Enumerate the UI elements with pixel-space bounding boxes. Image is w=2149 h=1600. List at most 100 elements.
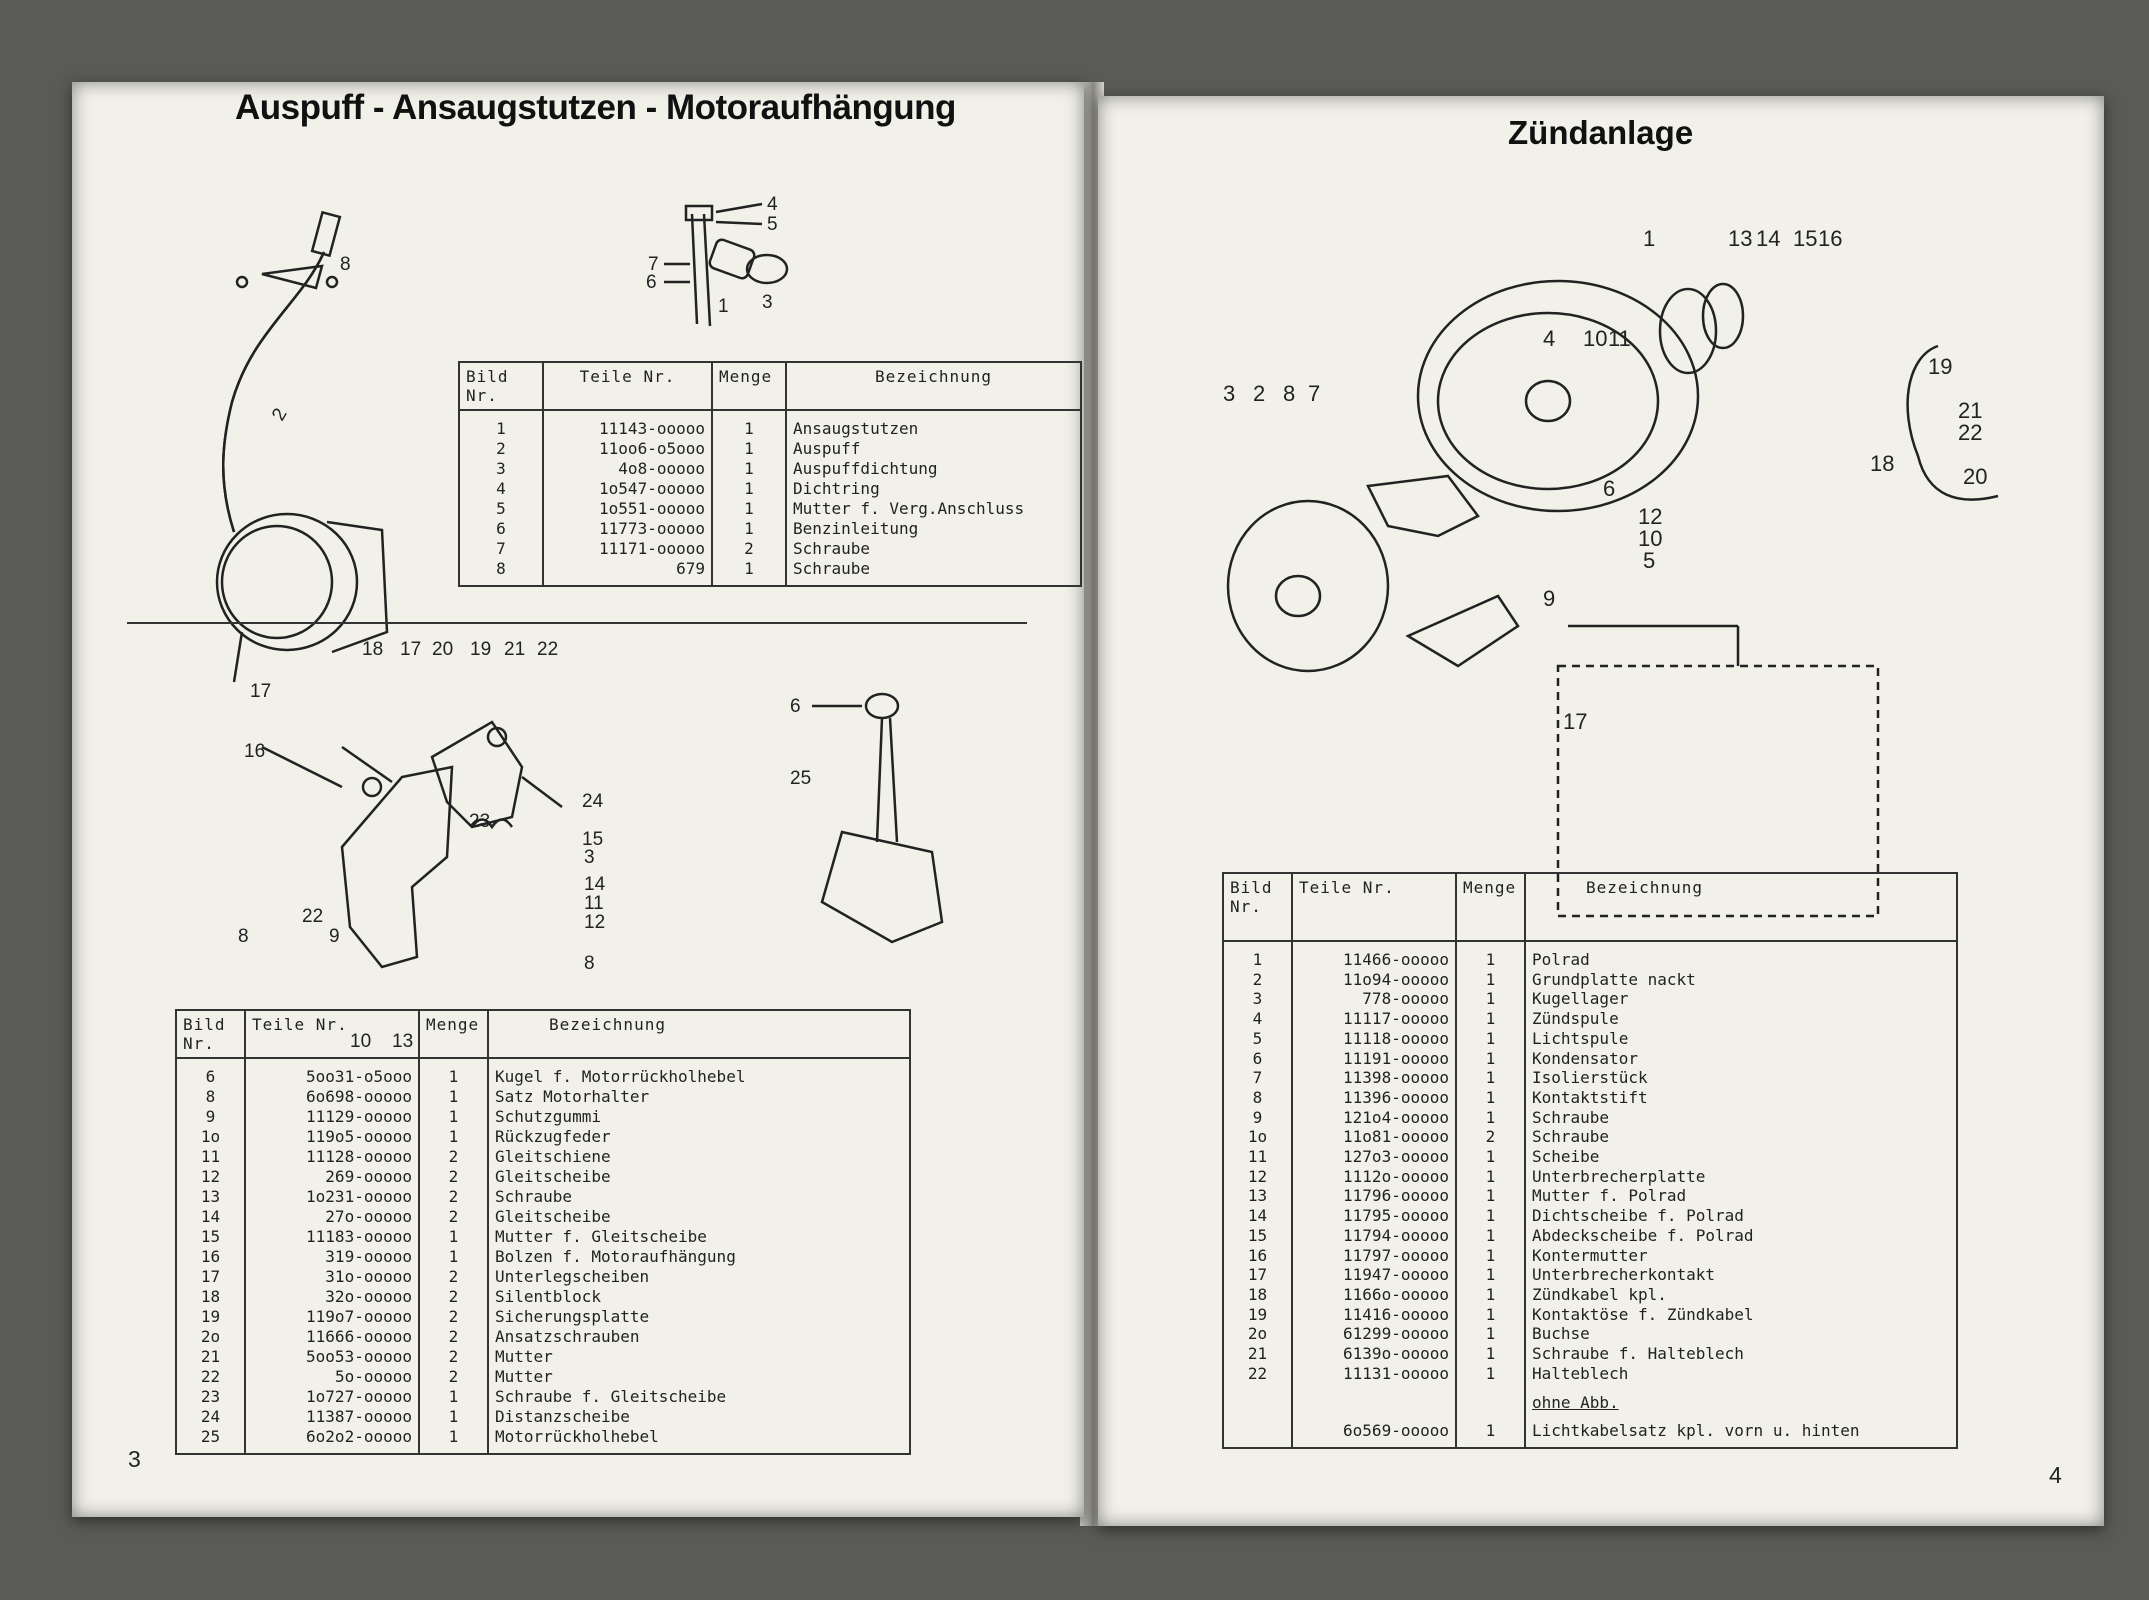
col-bezeichnung: Bezeichnung: [487, 1009, 911, 1059]
cell-teile-nr: 1112o-ooooo: [1291, 1166, 1457, 1187]
cell-bild: 6: [1222, 1048, 1293, 1069]
left-page: Auspuff - Ansaugstutzen - Motoraufhängun…: [72, 82, 1084, 1517]
cell-bezeichnung: Polrad: [1524, 941, 1958, 970]
callout-label: 3: [762, 292, 773, 313]
cell-bezeichnung: Scheibe: [1524, 1147, 1958, 1167]
cell-menge: 1: [418, 1087, 489, 1107]
svg-text:17: 17: [1563, 709, 1587, 734]
cell-bezeichnung: Zündspule: [1524, 1009, 1958, 1029]
cell-teile-nr: 11797-ooooo: [1291, 1245, 1457, 1266]
cell-menge: 1: [418, 1247, 489, 1267]
cell-menge: 2: [418, 1307, 489, 1327]
cell-bezeichnung: Satz Motorhalter: [487, 1087, 911, 1107]
cell-bild: 18: [1222, 1284, 1293, 1305]
cell-bezeichnung: Kugellager: [1524, 989, 1958, 1010]
cell-bezeichnung: Lichtkabelsatz kpl. vorn u. hinten: [1524, 1413, 1958, 1449]
note-label: ohne Abb.: [1532, 1393, 1619, 1413]
cell-bild: 14: [175, 1207, 246, 1227]
cell-teile-nr: 119o5-ooooo: [244, 1127, 420, 1147]
svg-text:19: 19: [470, 639, 491, 660]
cell-bild: 9: [1222, 1107, 1293, 1128]
cell-bezeichnung: Distanzscheibe: [487, 1407, 911, 1427]
cell-teile-nr: 11oo6-o5ooo: [542, 439, 713, 459]
cell-menge: 2: [418, 1147, 489, 1167]
cell-bild: 15: [175, 1227, 246, 1247]
svg-text:20: 20: [432, 639, 453, 660]
cell-teile-nr: 5oo53-ooooo: [244, 1347, 420, 1367]
cell-bild: 17: [175, 1267, 246, 1287]
cell-teile-nr: 778-ooooo: [1291, 989, 1457, 1010]
cell-teile-nr: 11o94-ooooo: [1291, 969, 1457, 990]
cell-menge: 1: [711, 439, 787, 459]
col-teile-nr: Teile Nr.: [244, 1009, 420, 1059]
cell-teile-nr: 127o3-ooooo: [1291, 1147, 1457, 1167]
cell-menge: 1: [1455, 1413, 1526, 1449]
svg-text:15: 15: [1793, 226, 1817, 251]
cell-teile-nr: 11947-ooooo: [1291, 1265, 1457, 1285]
cell-bild: 6: [458, 519, 544, 539]
cell-bild: 3: [1222, 989, 1293, 1010]
cell-teile-nr: 119o7-ooooo: [244, 1307, 420, 1327]
cell-teile-nr: 11416-ooooo: [1291, 1304, 1457, 1325]
callout-label: 25: [790, 768, 811, 789]
svg-text:22: 22: [537, 639, 558, 660]
cell-bild: 2o: [1222, 1324, 1293, 1345]
col-bild: Bild Nr.: [175, 1009, 246, 1059]
cell-menge: 1: [418, 1127, 489, 1147]
svg-text:14: 14: [1756, 226, 1780, 251]
cell-menge: 2: [418, 1287, 489, 1307]
col-menge: Menge: [1455, 872, 1526, 942]
cell-teile-nr: 11o81-ooooo: [1291, 1127, 1457, 1148]
cell-bezeichnung: Dichtscheibe f. Polrad: [1524, 1206, 1958, 1226]
cell-teile-nr: 1o231-ooooo: [244, 1187, 420, 1207]
cell-bezeichnung: Schraube f. Gleitscheibe: [487, 1387, 911, 1407]
cell-teile-nr: 6o569-ooooo: [1291, 1413, 1457, 1449]
cell-menge: 1: [1455, 1344, 1526, 1364]
col-menge: Menge: [418, 1009, 489, 1059]
cell-bezeichnung: Schraube f. Halteblech: [1524, 1344, 1958, 1364]
cell-bild: 8: [458, 559, 544, 587]
cell-bild: 22: [175, 1367, 246, 1387]
cell-bezeichnung: Dichtring: [785, 479, 1082, 499]
cell-bild: 13: [1222, 1186, 1293, 1207]
cell-teile-nr: 5oo31-o5ooo: [244, 1058, 420, 1087]
cell-menge: 1: [1455, 1186, 1526, 1207]
cell-teile-nr: 11796-ooooo: [1291, 1186, 1457, 1207]
cell-teile-nr: 11387-ooooo: [244, 1407, 420, 1427]
page-number: 4: [2049, 1462, 2062, 1488]
cell-bild: 2: [458, 439, 544, 459]
cell-bild: 6: [175, 1058, 246, 1087]
svg-text:10: 10: [1583, 326, 1607, 351]
cell-teile-nr: 679: [542, 559, 713, 587]
cell-menge: 1: [1455, 1166, 1526, 1187]
svg-text:21: 21: [1958, 398, 1982, 423]
cell-bezeichnung: Mutter f. Polrad: [1524, 1186, 1958, 1207]
callout-label: 6: [790, 696, 801, 717]
cell-menge: 1: [1455, 1048, 1526, 1069]
cell-menge: 1: [418, 1107, 489, 1127]
cell-teile-nr: 11143-ooooo: [542, 410, 713, 439]
cell-teile-nr: 4o8-ooooo: [542, 459, 713, 479]
svg-text:16: 16: [244, 741, 265, 762]
cell-bezeichnung: Zündkabel kpl.: [1524, 1284, 1958, 1305]
cell-bezeichnung: Unterbrecherplatte: [1524, 1166, 1958, 1187]
svg-text:7: 7: [1308, 381, 1320, 406]
svg-text:3: 3: [1223, 381, 1235, 406]
ignition-diagram: 1 13 14 15 16 4 10 11 3 2 8 7 6 12 10 5 …: [1223, 226, 1999, 918]
cell-teile-nr: 1o547-ooooo: [542, 479, 713, 499]
callout-label: 7: [648, 254, 659, 275]
cell-menge: 1: [1455, 1284, 1526, 1305]
